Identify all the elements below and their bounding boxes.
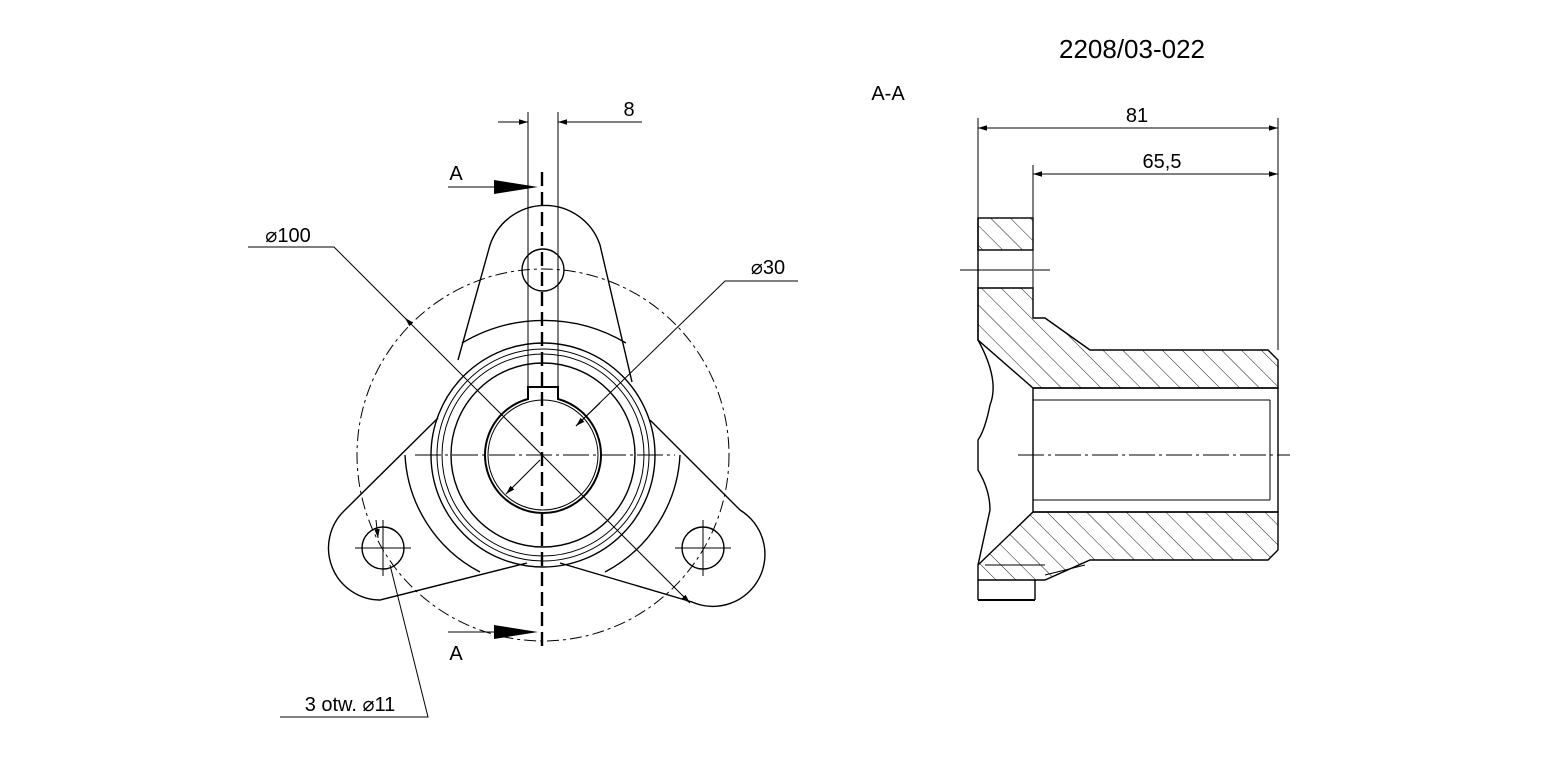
cut-label-bottom: A [449,643,463,665]
section-label: A-A [871,83,905,105]
flange-lobe-right [559,419,766,608]
section-bore [1032,387,1279,513]
section-flange-outline [977,218,994,566]
cut-label-top: A [449,163,463,185]
bore-with-keyway [484,386,602,514]
cut-arrow-bottom [494,625,538,639]
section-hatch-upper [977,287,1279,389]
section-view: 81 65,5 [960,105,1290,601]
dim-hub-length: 65,5 [1143,151,1182,173]
cut-arrow-top [494,180,538,194]
dim-overall-length: 81 [1126,105,1148,127]
section-hatch-lower [977,511,1279,581]
boss-arc-left [404,454,481,573]
flange-lobe-left [327,417,528,601]
bolt-hole-top [521,248,565,292]
section-flange-top [977,217,1034,251]
boss-arc-right [604,454,681,573]
dim-bolt-circle: ⌀100 [265,225,310,247]
boss-arc-top [461,319,627,344]
flange-lobe-top [457,204,633,383]
dim-bore: ⌀30 [751,257,785,279]
part-number: 2208/03-022 [1059,34,1205,64]
dim-key-width: 8 [623,99,634,121]
dim-holes: 3 otw. ⌀11 [305,694,396,716]
front-view: A A 8 ⌀100 ⌀30 3 otw. ⌀11 [248,99,798,718]
